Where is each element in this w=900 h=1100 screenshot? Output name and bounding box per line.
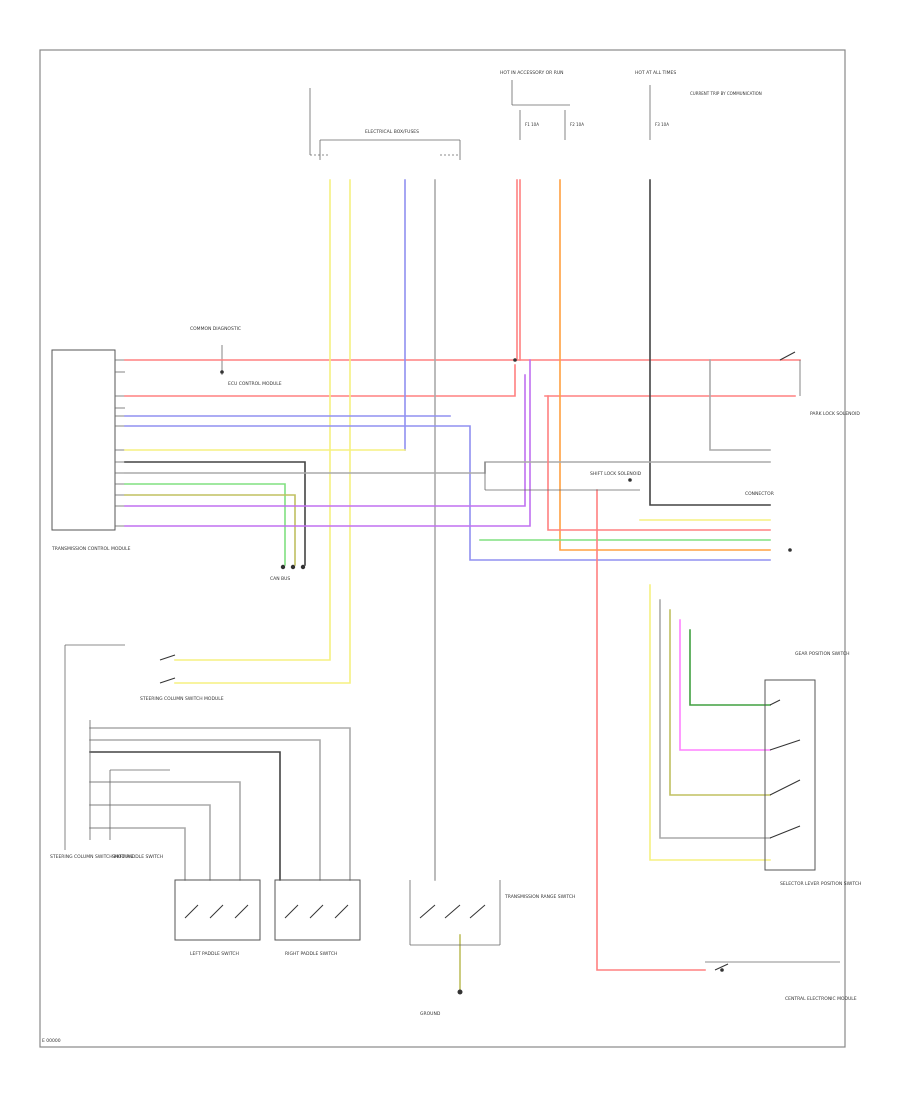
fuse-f2-label: F2 10A xyxy=(570,122,584,127)
module-mid-label: ECU CONTROL MODULE xyxy=(228,381,282,387)
diagram-border xyxy=(39,49,846,1048)
wire-gray-6 xyxy=(89,739,321,881)
shift-lock-label: SHIFT LOCK SOLENOID xyxy=(590,471,642,477)
junction-dot xyxy=(720,968,724,972)
tcm-pins xyxy=(115,359,125,527)
wire-gray-3 xyxy=(709,359,771,451)
junction-dot xyxy=(290,564,296,570)
tcm-label: TRANSMISSION CONTROL MODULE xyxy=(51,546,131,552)
park-lock-label: PARK LOCK SOLENOID xyxy=(810,411,860,417)
fuse-f3-label: F3 10A xyxy=(655,122,669,127)
wire-red-3 xyxy=(124,364,516,397)
wire-olive-1 xyxy=(124,494,296,566)
ground-symbol: GROUND xyxy=(420,989,463,1017)
top-connector-label: COMMON DIAGNOSTIC xyxy=(190,326,241,332)
fuse-top-note: CURRENT TRIP BY COMMUNICATION xyxy=(690,91,762,96)
wires xyxy=(89,179,801,991)
wire-gray-2 xyxy=(124,461,771,474)
fuse-f1-label: F1 10A xyxy=(525,122,539,127)
wire-olive-2 xyxy=(669,609,771,796)
fuse-panel-left: ELECTRICAL BOX/FUSES xyxy=(309,88,461,160)
park-lock-solenoid: PARK LOCK SOLENOID xyxy=(779,351,860,417)
selector-lever-switch: GEAR POSITION SWITCH SELECTOR LEVER POSI… xyxy=(764,651,861,887)
right-connector-label: CONNECTOR xyxy=(745,491,774,497)
fuse-top-b-label: HOT AT ALL TIMES xyxy=(635,70,676,76)
wire-black-3 xyxy=(89,751,281,881)
wire-red-1 xyxy=(124,179,521,361)
junction-dot xyxy=(300,564,306,570)
wire-gray-4 xyxy=(659,599,771,839)
fuse-top-b: HOT AT ALL TIMES F3 10A CURRENT TRIP BY … xyxy=(635,70,762,140)
right-paddle-label: RIGHT PADDLE SWITCH xyxy=(285,951,337,957)
wire-gray-5 xyxy=(89,727,351,881)
shift-paddle-label: SHIFT PADDLE SWITCH xyxy=(112,854,163,860)
diagram-footer-id: E 00000 xyxy=(42,1038,61,1044)
steering-column-module: STEERING COLUMN SWITCH MODULE STEERING C… xyxy=(50,644,224,860)
junction-dot xyxy=(220,370,224,374)
wire-orange-1 xyxy=(559,179,771,551)
junction-dot xyxy=(788,548,792,552)
central-module-label: CENTRAL ELECTRONIC MODULE xyxy=(785,996,857,1002)
junction-dot xyxy=(280,564,286,570)
wire-gray-7 xyxy=(89,781,241,881)
junction-dot xyxy=(513,358,517,362)
ground-label: GROUND xyxy=(420,1011,441,1017)
left-paddle-label: LEFT PADDLE SWITCH xyxy=(190,951,239,957)
wire-yellow-2 xyxy=(174,179,351,684)
wire-red-7 xyxy=(596,489,706,971)
fuse-panel-left-label: ELECTRICAL BOX/FUSES xyxy=(365,129,419,135)
wire-yellow-1 xyxy=(174,179,331,661)
fuse-top-a: HOT IN ACCESSORY OR RUN F1 10A F2 10A xyxy=(500,70,584,140)
wire-blue-3 xyxy=(124,425,771,561)
gear-switch-label: GEAR POSITION SWITCH xyxy=(795,651,849,657)
tcm-box xyxy=(51,349,116,531)
wire-green-1 xyxy=(124,483,286,566)
wire-black-1 xyxy=(649,179,771,506)
fuse-top-a-label: HOT IN ACCESSORY OR RUN xyxy=(500,70,564,76)
wire-black-2 xyxy=(124,461,306,566)
wire-violet-2 xyxy=(124,374,526,507)
junction-dot xyxy=(628,478,632,482)
wire-gray-9 xyxy=(89,827,186,881)
steering-column-label: STEERING COLUMN SWITCH MODULE xyxy=(50,854,134,860)
transmission-range-switch: TRANSMISSION RANGE SWITCH xyxy=(409,880,575,946)
center-switch-label: TRANSMISSION RANGE SWITCH xyxy=(504,894,575,900)
wire-gray-8 xyxy=(89,804,211,881)
wire-yellow-5 xyxy=(649,584,771,861)
can-bus-label: CAN BUS xyxy=(270,576,290,582)
wire-red-6 xyxy=(547,395,771,531)
right-paddle-switch: RIGHT PADDLE SWITCH xyxy=(274,879,361,957)
wire-dkgreen-1 xyxy=(689,629,771,706)
shift-lock-module: SHIFT LOCK SOLENOID CONNECTOR xyxy=(484,462,774,497)
selector-lever-label: SELECTOR LEVER POSITION SWITCH xyxy=(780,881,861,887)
wire-pink-1 xyxy=(679,619,771,751)
left-paddle-switch: LEFT PADDLE SWITCH xyxy=(174,879,261,957)
central-electronic-module: CENTRAL ELECTRONIC MODULE xyxy=(705,961,857,1002)
steering-column-header: STEERING COLUMN SWITCH MODULE xyxy=(140,696,224,702)
wire-violet-1 xyxy=(124,359,531,527)
